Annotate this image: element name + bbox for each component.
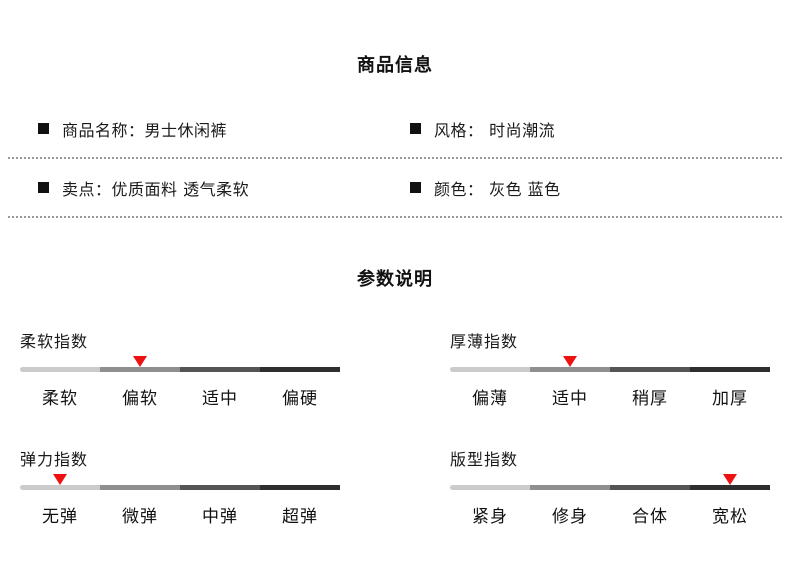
info-item-selling-point: 卖点：优质面料 透气柔软 (8, 176, 395, 200)
scale-block: 柔软指数 柔软 偏软 适中 偏硬 (20, 332, 340, 409)
marker-triangle-icon (563, 356, 577, 367)
scale-label: 合体 (632, 507, 668, 527)
marker-triangle-icon (53, 474, 67, 485)
scale-label: 修身 (552, 507, 588, 527)
scale-label: 超弹 (282, 507, 318, 527)
scale-label: 稍厚 (632, 389, 668, 409)
scale-block: 版型指数 紧身 修身 合体 宽松 (450, 450, 770, 527)
scale-title: 柔软指数 (20, 332, 89, 351)
scale-segment (20, 485, 100, 490)
info-row: 商品名称：男士休闲裤 风格： 时尚潮流 (8, 100, 782, 159)
info-text: 卖点：优质面料 透气柔软 (62, 179, 250, 199)
scale-segment (450, 485, 530, 490)
scale-label: 宽松 (712, 507, 748, 527)
params-section-title: 参数说明 (357, 269, 433, 290)
scale-segment (260, 485, 340, 490)
scale-label: 中弹 (202, 507, 238, 527)
bullet-square-icon (410, 123, 421, 134)
scale-segment (690, 367, 770, 372)
scale-label: 适中 (552, 389, 588, 409)
scale-label: 加厚 (712, 389, 748, 409)
scale-label: 适中 (202, 389, 238, 409)
scale-segment (20, 367, 100, 372)
marker-triangle-icon (133, 356, 147, 367)
info-item-color: 颜色： 灰色 蓝色 (395, 176, 782, 200)
scale-segment (610, 367, 690, 372)
scale-bar (450, 474, 770, 490)
bullet-square-icon (38, 182, 49, 193)
scale-segment (100, 367, 180, 372)
scale-segment (100, 485, 180, 490)
marker-triangle-icon (723, 474, 737, 485)
scale-title: 厚薄指数 (450, 332, 519, 351)
scale-label: 紧身 (472, 507, 508, 527)
scale-segment (180, 367, 260, 372)
scale-labels: 偏薄 适中 稍厚 加厚 (450, 384, 770, 409)
scale-label: 偏薄 (472, 389, 508, 409)
scale-block: 厚薄指数 偏薄 适中 稍厚 加厚 (450, 332, 770, 409)
info-item-style: 风格： 时尚潮流 (395, 117, 782, 141)
info-item-product-name: 商品名称：男士休闲裤 (8, 117, 395, 141)
scale-bar (20, 356, 340, 372)
scale-block: 弹力指数 无弹 微弹 中弹 超弹 (20, 450, 340, 527)
scale-bar (450, 356, 770, 372)
scale-segment (180, 485, 260, 490)
info-row: 卖点：优质面料 透气柔软 颜色： 灰色 蓝色 (8, 159, 782, 218)
scale-label: 微弹 (122, 507, 158, 527)
scale-title: 弹力指数 (20, 450, 89, 469)
scale-segment (260, 367, 340, 372)
scale-segment (530, 485, 610, 490)
scales-grid: 柔软指数 柔软 偏软 适中 偏硬 厚薄指数 偏薄 适中 稍厚 加厚 弹力指数 无弹 微弹 中弹 超… (0, 332, 790, 568)
scale-labels: 紧身 修身 合体 宽松 (450, 502, 770, 527)
scale-segment (610, 485, 690, 490)
info-text: 风格： 时尚潮流 (434, 120, 556, 140)
scale-labels: 无弹 微弹 中弹 超弹 (20, 502, 340, 527)
scale-label: 无弹 (42, 507, 78, 527)
info-text: 颜色： 灰色 蓝色 (434, 179, 561, 199)
scale-label: 偏软 (122, 389, 158, 409)
product-info-section-title: 商品信息 (357, 55, 433, 76)
scale-label: 柔软 (42, 389, 78, 409)
product-info-grid: 商品名称：男士休闲裤 风格： 时尚潮流 卖点：优质面料 透气柔软 颜色： 灰色 … (8, 100, 782, 218)
scale-label: 偏硬 (282, 389, 318, 409)
bullet-square-icon (38, 123, 49, 134)
info-text: 商品名称：男士休闲裤 (62, 120, 228, 140)
scale-segment (450, 367, 530, 372)
scale-bar (20, 474, 340, 490)
scale-segment (690, 485, 770, 490)
scale-labels: 柔软 偏软 适中 偏硬 (20, 384, 340, 409)
scale-title: 版型指数 (450, 450, 519, 469)
scale-segment (530, 367, 610, 372)
bullet-square-icon (410, 182, 421, 193)
